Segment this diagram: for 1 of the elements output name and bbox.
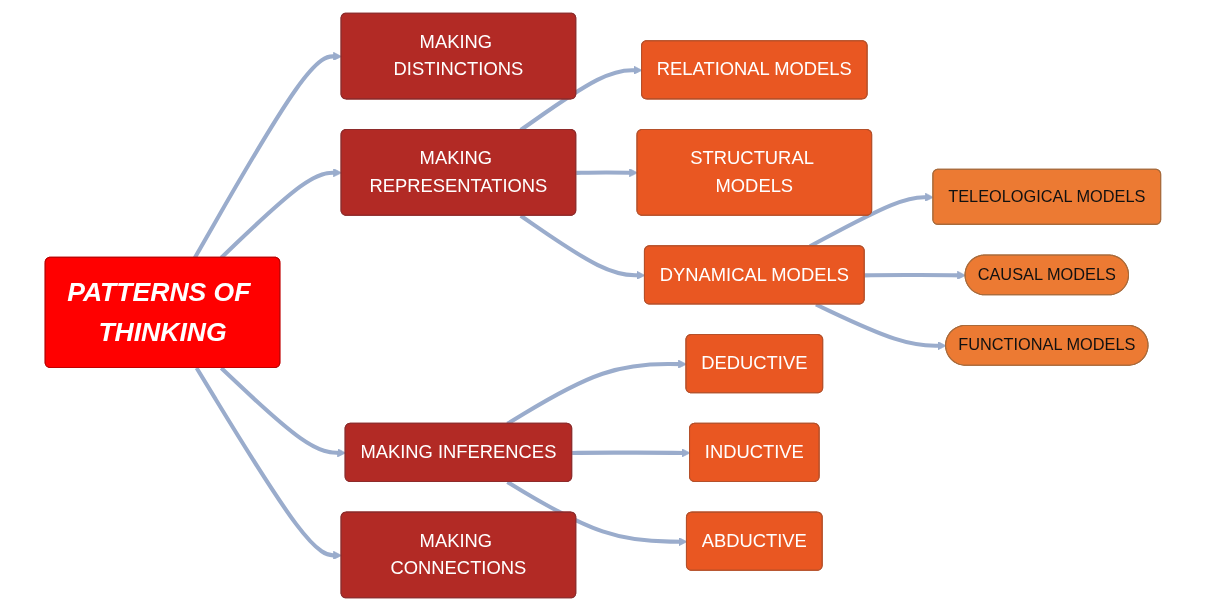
arrow [576,168,638,178]
